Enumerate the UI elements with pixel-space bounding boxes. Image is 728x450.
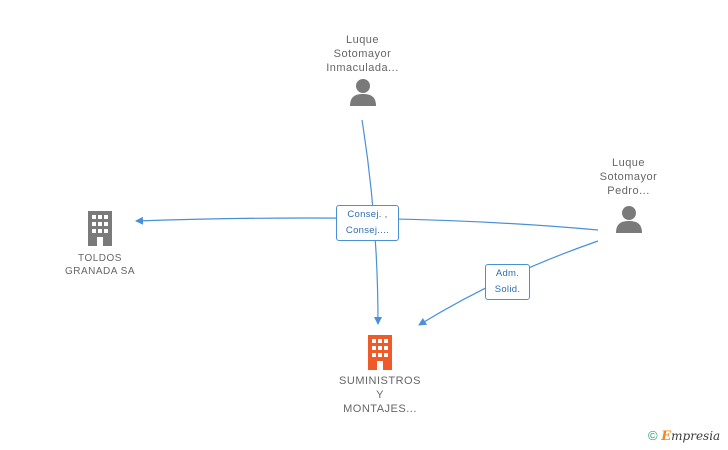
edge-label-consej[interactable]: Consej. , Consej....	[336, 205, 399, 241]
brand-e-letter: E	[661, 429, 672, 444]
node-label: TOLDOS GRANADA SA	[64, 253, 136, 277]
node-company-toldos[interactable]: TOLDOS GRANADA SA	[50, 210, 150, 278]
edge-label-adm-solid[interactable]: Adm. Solid.	[485, 264, 530, 300]
node-label: SUMINISTROS Y MONTAJES...	[339, 375, 421, 415]
brand-logo: © Empresia	[648, 428, 720, 444]
node-person-pedro[interactable]: Luque Sotomayor Pedro...	[580, 156, 677, 234]
node-company-suministros[interactable]: SUMINISTROS Y MONTAJES...	[325, 334, 435, 416]
node-person-inmaculada[interactable]: Luque Sotomayor Inmaculada...	[310, 33, 415, 107]
node-label: Luque Sotomayor Pedro...	[599, 157, 658, 197]
node-label: Luque Sotomayor Inmaculada...	[326, 34, 399, 74]
building-icon	[88, 211, 112, 246]
building-icon	[368, 335, 392, 370]
person-icon	[615, 206, 642, 233]
brand-word: mpresia	[671, 429, 721, 443]
person-icon	[349, 79, 376, 106]
copyright-symbol: ©	[648, 428, 658, 443]
